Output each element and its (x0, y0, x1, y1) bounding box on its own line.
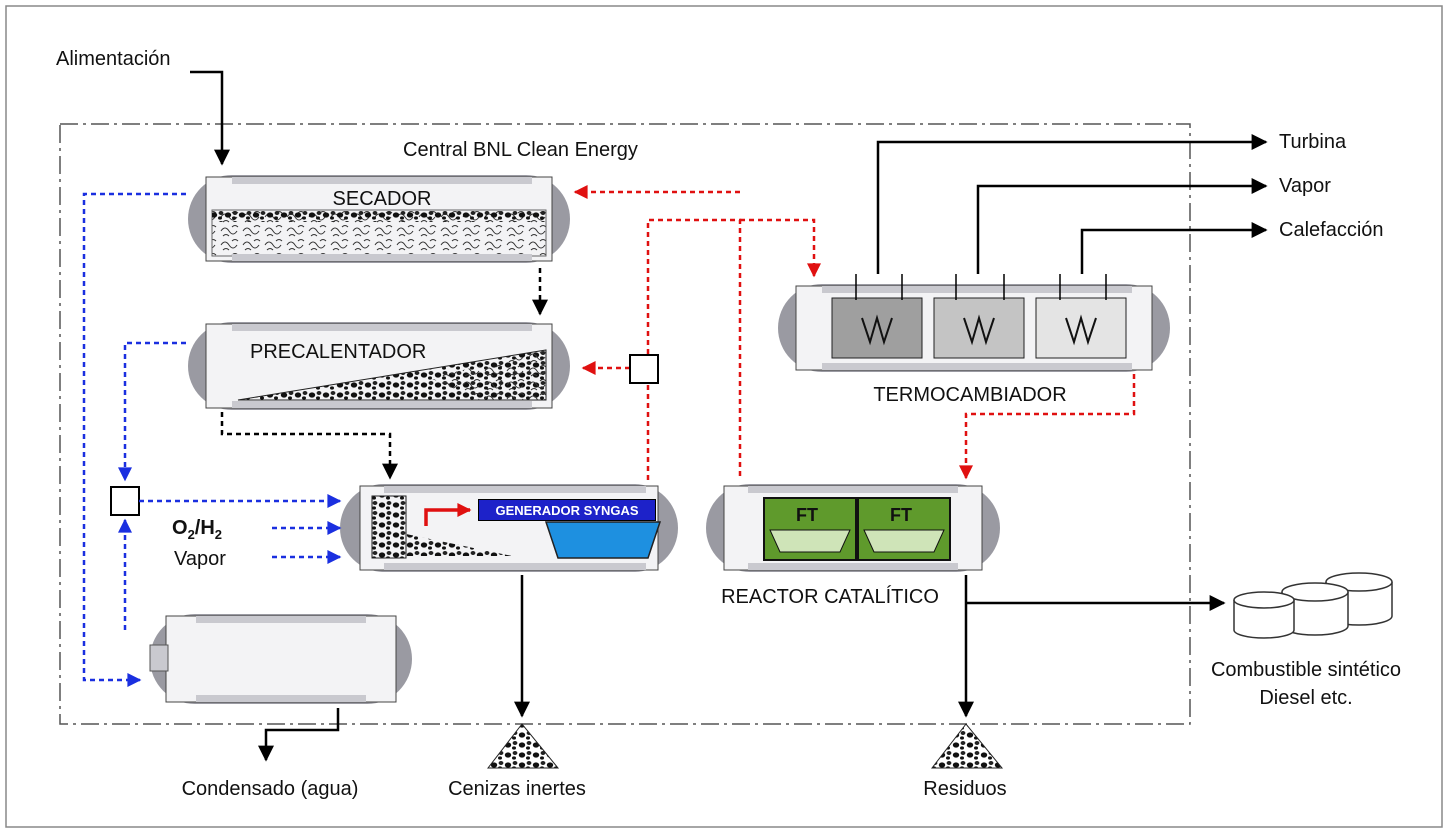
ft-module-label-2: FT (890, 505, 912, 525)
mixing-valve (110, 486, 140, 516)
ft-module-label-1: FT (796, 505, 818, 525)
gas-input-label: O2/H2 (172, 517, 223, 542)
waste-pile (930, 723, 1004, 769)
condensate-label: Condensado (agua) (181, 778, 359, 800)
ash-pile (486, 723, 560, 769)
plant-label: Central BNL Clean Energy (403, 139, 638, 161)
dryer-label: SECADOR (332, 188, 432, 210)
fuel-label-line2: Diesel etc. (1259, 687, 1353, 709)
turbine-outlet-arrow (876, 134, 1268, 274)
fuel-drums-icon (1233, 572, 1393, 639)
exchanger-tube-stubs (855, 274, 1107, 300)
reactor-label: REACTOR CATALÍTICO (721, 586, 939, 608)
preheater-vessel (188, 322, 570, 410)
waste-label: Residuos (923, 778, 1007, 800)
syngas-to-reactor-line (646, 218, 742, 480)
feed-label: Alimentación (56, 48, 171, 70)
preheater-to-syngas-arrow (220, 412, 398, 480)
exchanger-to-reactor-arrow (959, 374, 1136, 480)
heating-label: Calefacción (1279, 219, 1384, 241)
plant-boundary (59, 123, 1191, 725)
fuel-label-line1: Combustible sintético (1210, 659, 1402, 681)
image-frame (5, 5, 1443, 828)
syngas-vessel (340, 484, 678, 572)
preheater-label: PRECALENTADOR (250, 341, 427, 363)
dryer-vessel (188, 175, 570, 263)
steam-outlet-arrow (976, 178, 1268, 274)
feed-arrow (190, 70, 230, 166)
condenser-vessel (149, 614, 412, 704)
heat-to-exchanger-arrow (740, 218, 821, 278)
heat-valve (629, 354, 659, 384)
turbine-label: Turbina (1279, 131, 1347, 153)
heat-exchanger-label: TERMOCAMBIADOR (873, 384, 1067, 406)
condensate-arrow (258, 708, 340, 762)
ashes-label: Cenizas inertes (448, 778, 586, 800)
dryer-vapor-return (82, 192, 186, 687)
heat-exchanger-vessel (778, 284, 1170, 372)
heating-outlet-arrow (1080, 222, 1268, 274)
syngas-label: GENERADOR SYNGAS (478, 499, 656, 521)
steam-output-label: Vapor (1279, 175, 1331, 197)
steam-input-label: Vapor (174, 548, 226, 570)
preheater-vapor-line (118, 341, 186, 482)
syngas-internal-arrow (424, 503, 472, 526)
reactor-vessel (706, 484, 1000, 572)
